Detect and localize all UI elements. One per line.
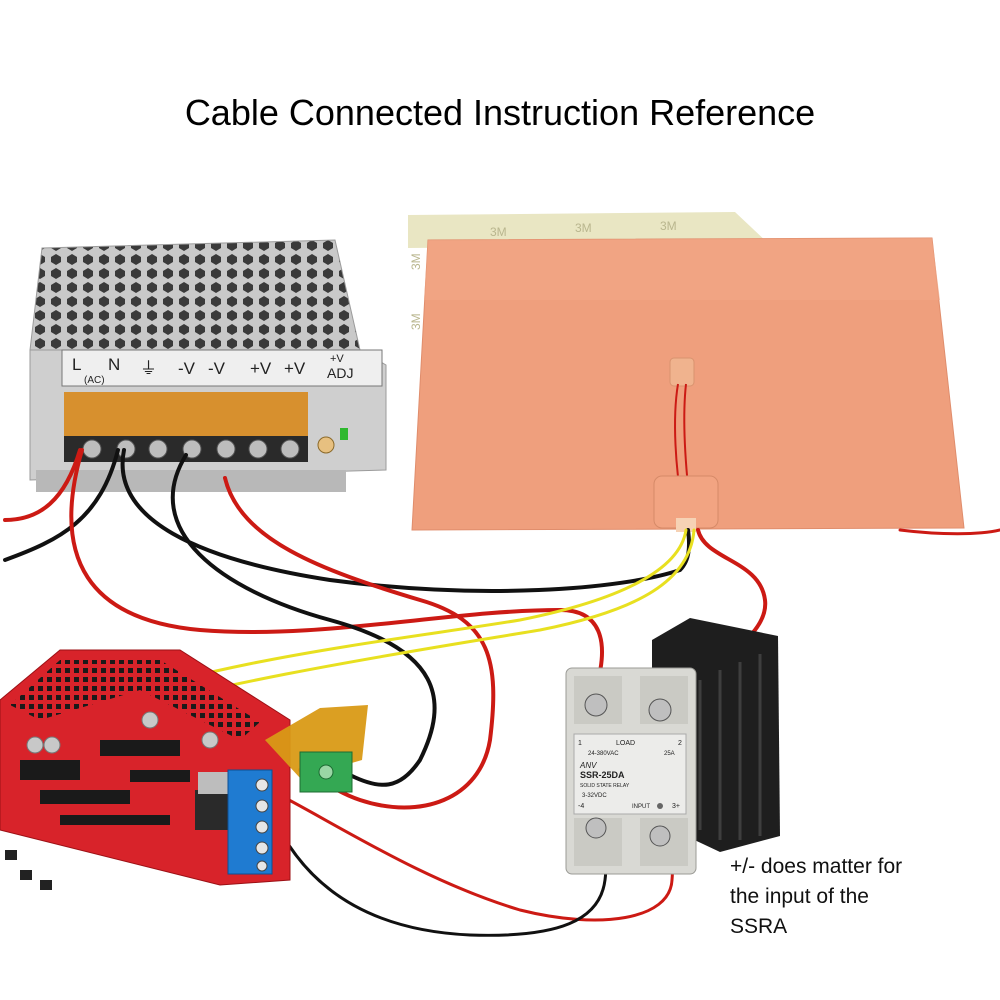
relay-terminal-label: -4 [578,803,584,810]
terminal-label: -V [208,359,226,378]
power-led [340,428,348,440]
relay-screw [585,817,607,839]
heater-brand-mark: 3M [409,253,423,270]
relay-type: SOLID STATE RELAY [580,783,630,789]
thermistor-patch [669,357,695,387]
relay-input-label: INPUT [632,804,650,810]
heater-brand-mark: 3M [660,219,677,233]
terminal-label: +V [330,353,344,365]
relay-load-label: LOAD [616,740,635,747]
relay-load-spec: 24-380VAC [588,751,619,757]
silicone-heater-pad: 3M 3M 3M 3M 3M [408,212,965,532]
controller-board [0,649,368,890]
relay-terminal-label: 2 [678,740,682,747]
relay-model: SSR-25DA [580,770,625,780]
relay-current: 25A [664,751,675,757]
note-line: the input of the [730,885,869,908]
solid-state-relay: 1 LOAD 2 24-380VAC 25A ANV SSR-25DA SOLI… [565,618,780,875]
relay-terminal-label: 1 [578,740,582,747]
heater-brand-mark: 3M [575,221,592,235]
adjust-potentiometer[interactable] [317,436,335,454]
mosfet [195,790,231,830]
ground-symbol: ⏚ [140,359,157,378]
terminal-label-strip [61,349,383,387]
power-supply-unit: L N (AC) ⏚ -V -V +V +V +V ADJ [29,239,387,492]
relay-input-led [657,803,663,809]
red-wire [223,476,496,810]
black-wire [170,453,437,787]
polarity-note: +/- does matter for the input of the SSR… [730,852,990,942]
relay-screw [649,825,671,847]
terminal-label: N [108,355,120,374]
terminal-label: +V [250,359,272,378]
relay-screw [648,698,672,722]
relay-screw [584,693,608,717]
terminal-block-cover [64,392,308,438]
terminal-label: (AC) [84,375,105,386]
note-line: SSRA [730,915,788,938]
note-line: +/- does matter for [730,855,903,878]
relay-terminal-label: 3+ [672,803,680,810]
heater-brand-mark: 3M [490,225,507,239]
relay-label [573,733,687,815]
black-wire [3,448,120,562]
terminal-label: -V [178,359,196,378]
relay-brand: ANV [579,761,597,770]
page-title: Cable Connected Instruction Reference [184,92,816,133]
terminal-label: +V [284,359,306,378]
relay-input-spec: 3-32VDC [582,793,607,799]
terminal-label: ADJ [327,365,353,381]
black-wire [120,448,691,593]
heater-brand-mark: 3M [409,313,423,330]
red-wire [898,528,1000,536]
red-wire [3,448,82,522]
terminal-label: L [72,355,81,374]
